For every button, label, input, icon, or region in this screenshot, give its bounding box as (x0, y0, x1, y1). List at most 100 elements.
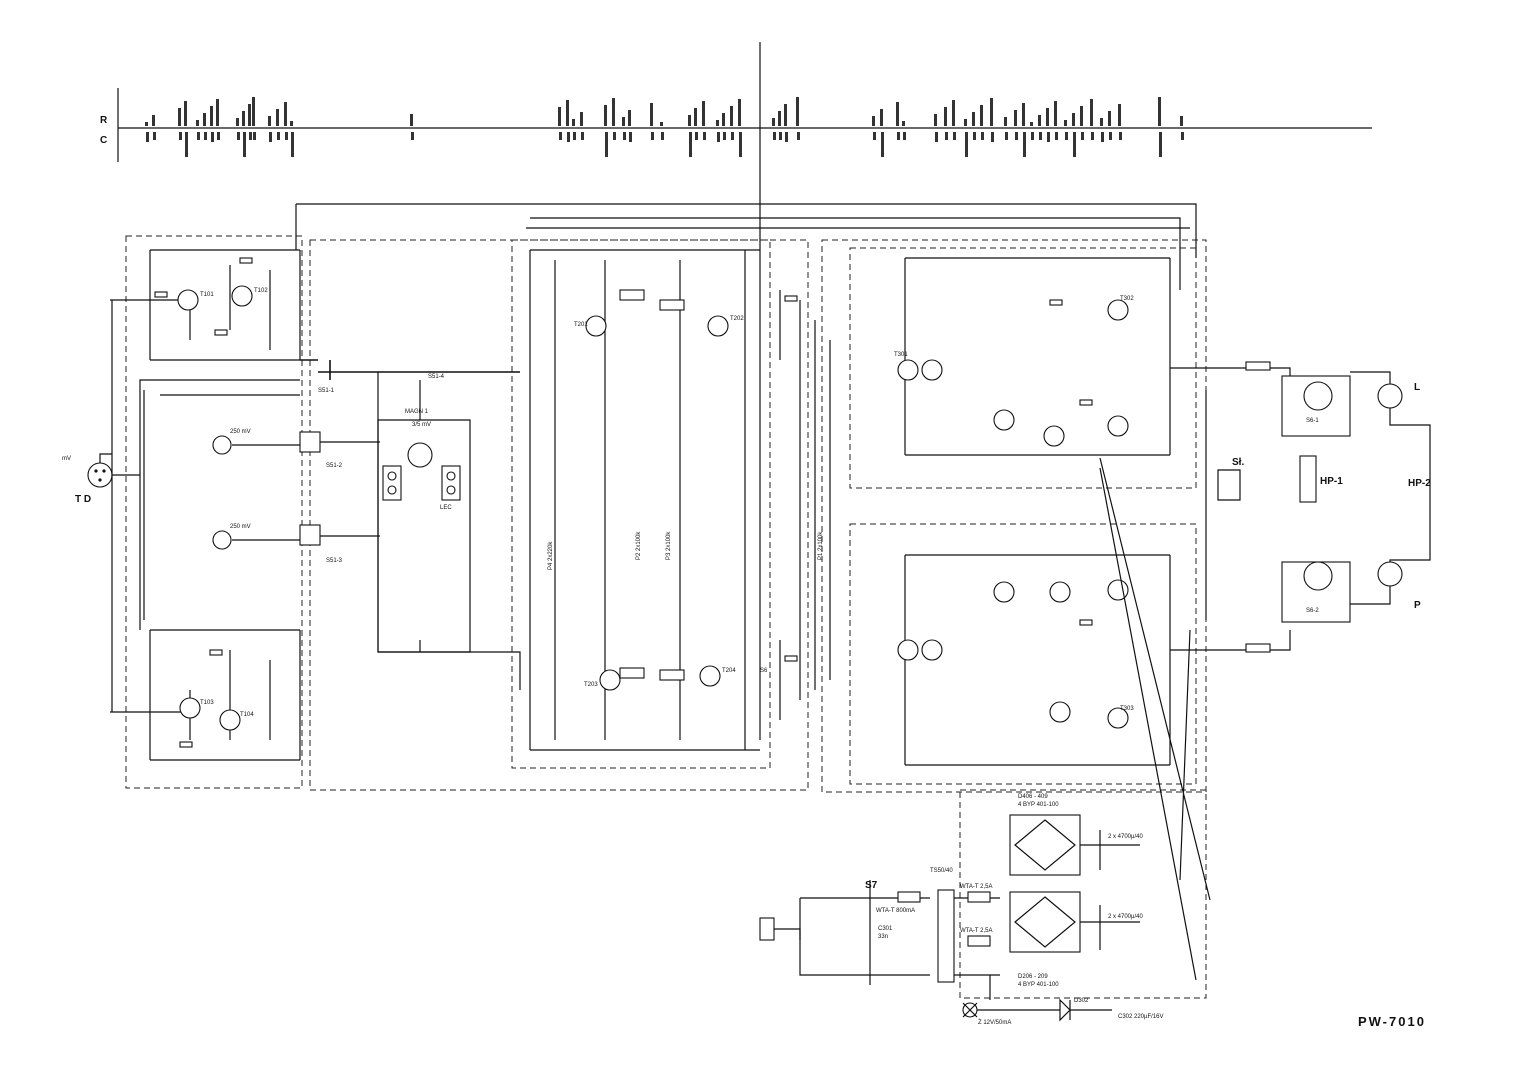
bridge-top-type: 4 BYP 401-100 (1018, 802, 1059, 808)
s7-label: S7 (865, 880, 878, 891)
ruler-reference-mark (952, 100, 955, 126)
ruler-reference-mark (277, 132, 280, 140)
bridge-top: D406 - 409 (1018, 794, 1048, 800)
transformer-label: TS50/40 (930, 868, 953, 874)
ruler-reference-mark (204, 132, 207, 140)
level-2: 250 mV (230, 524, 251, 530)
ruler-reference-mark (559, 132, 562, 140)
ruler-reference-mark (1101, 132, 1104, 142)
c302-label: C302 220µF/16V (1118, 1014, 1164, 1020)
s6-2-label: S6-2 (1306, 608, 1319, 614)
ruler-reference-mark (903, 132, 906, 140)
ruler-reference-mark (185, 132, 188, 157)
ruler-reference-mark (242, 111, 245, 126)
ruler-reference-mark (661, 132, 664, 140)
ruler-reference-mark (1090, 99, 1093, 126)
ruler-reference-mark (944, 107, 947, 126)
ruler-reference-mark (1119, 132, 1122, 140)
ruler-reference-mark (880, 109, 883, 126)
ruler-reference-mark (1005, 132, 1008, 140)
d302-label: D302 (1074, 998, 1089, 1004)
ruler-reference-mark (934, 114, 937, 126)
ruler-reference-mark (146, 132, 149, 142)
ruler-reference-mark (196, 120, 199, 126)
ruler-reference-mark (660, 122, 663, 126)
ruler-reference-mark (990, 98, 993, 126)
ruler-reference-mark (1091, 132, 1094, 140)
ruler-reference-mark (703, 132, 706, 140)
ruler-reference-mark (872, 116, 875, 126)
power-amp-lower: T303 (897, 554, 1171, 766)
ruler-reference-mark (722, 113, 725, 126)
ruler-reference-mark (881, 132, 884, 157)
ruler-reference-mark (1100, 118, 1103, 126)
label-t101: T101 (200, 292, 214, 298)
ruler-reference-mark (779, 132, 782, 140)
tone-stage: T201 T202 T203 T204 P4 2x220k P2 2x100k … (529, 249, 824, 751)
ruler-reference-mark (249, 132, 252, 140)
level-1: 250 mV (230, 429, 251, 435)
pot-p2: P2 2x100k (636, 531, 642, 560)
ruler-reference-mark (410, 114, 413, 126)
ruler-reference-mark (784, 104, 787, 126)
ruler-reference-mark (179, 132, 182, 140)
ruler-reference-mark (785, 132, 788, 142)
ruler-reference-mark (651, 132, 654, 140)
ruler-reference-mark (695, 132, 698, 140)
ruler-reference-mark (1073, 132, 1076, 157)
ruler-reference-mark (953, 132, 956, 140)
ruler-reference-mark (739, 132, 742, 157)
c301-label: C301 (878, 926, 893, 932)
lec-label: LEC (440, 505, 452, 511)
label-t202: T202 (730, 316, 744, 322)
ruler-reference-mark (628, 110, 631, 126)
ruler-reference-mark (1180, 116, 1183, 126)
ruler-reference-mark (981, 132, 984, 140)
td-input: T D mV (62, 300, 140, 712)
ruler-reference-mark (1118, 104, 1121, 126)
ruler-reference-mark (248, 104, 251, 126)
s6-1-label: S6-1 (1306, 418, 1319, 424)
power-supply: S7 TS50/40 WTA-T 800mA WTA-T 2,5A WTA-T … (759, 794, 1164, 1026)
cap-bottom: 2 x 4700µ/40 (1108, 914, 1143, 920)
ruler-reference-mark (203, 113, 206, 126)
ruler-reference-mark (945, 132, 948, 140)
magn-level: 3/5 mV (412, 422, 431, 428)
ruler-reference-mark (717, 132, 720, 142)
ruler-reference-mark (580, 112, 583, 126)
interconnect-wires (139, 203, 1211, 981)
ruler-reference-mark (772, 118, 775, 126)
ruler-reference-mark (773, 132, 776, 140)
pot-p4: P4 2x220k (548, 541, 554, 570)
ruler-reference-mark (237, 132, 240, 140)
ruler-reference-mark (152, 115, 155, 126)
left-label: L (1414, 382, 1420, 393)
s51-4-label: S51-4 (428, 374, 445, 380)
ruler-reference-mark (1108, 111, 1111, 126)
ruler-reference-mark (723, 132, 726, 140)
ruler-reference-mark (581, 132, 584, 140)
pot-p1: P1 2x100k (818, 531, 824, 560)
ruler-reference-mark (650, 103, 653, 126)
ruler-reference-mark (210, 106, 213, 126)
ruler-reference-mark (1038, 115, 1041, 126)
ruler-reference-mark (145, 122, 148, 126)
ruler-reference-mark (796, 97, 799, 126)
ruler-reference-mark (153, 132, 156, 140)
ruler-reference-mark (1064, 120, 1067, 126)
model-label: PW-7010 (1358, 1014, 1426, 1029)
ruler-reference-mark (291, 132, 294, 157)
volume-section: S6 (760, 290, 831, 720)
label-t301: T301 (894, 352, 908, 358)
ruler-reference-mark (873, 132, 876, 140)
ruler-reference-mark (1072, 113, 1075, 126)
ruler-reference-mark (689, 132, 692, 157)
sk-label: Sł. (1232, 457, 1244, 468)
hp2-label: HP-2 (1408, 478, 1431, 489)
ruler-reference-mark (1004, 117, 1007, 126)
ruler-reference-mark (1023, 132, 1026, 157)
ruler-reference-mark (252, 97, 255, 126)
ruler-reference-mark (566, 100, 569, 126)
ruler-reference-mark (797, 132, 800, 140)
